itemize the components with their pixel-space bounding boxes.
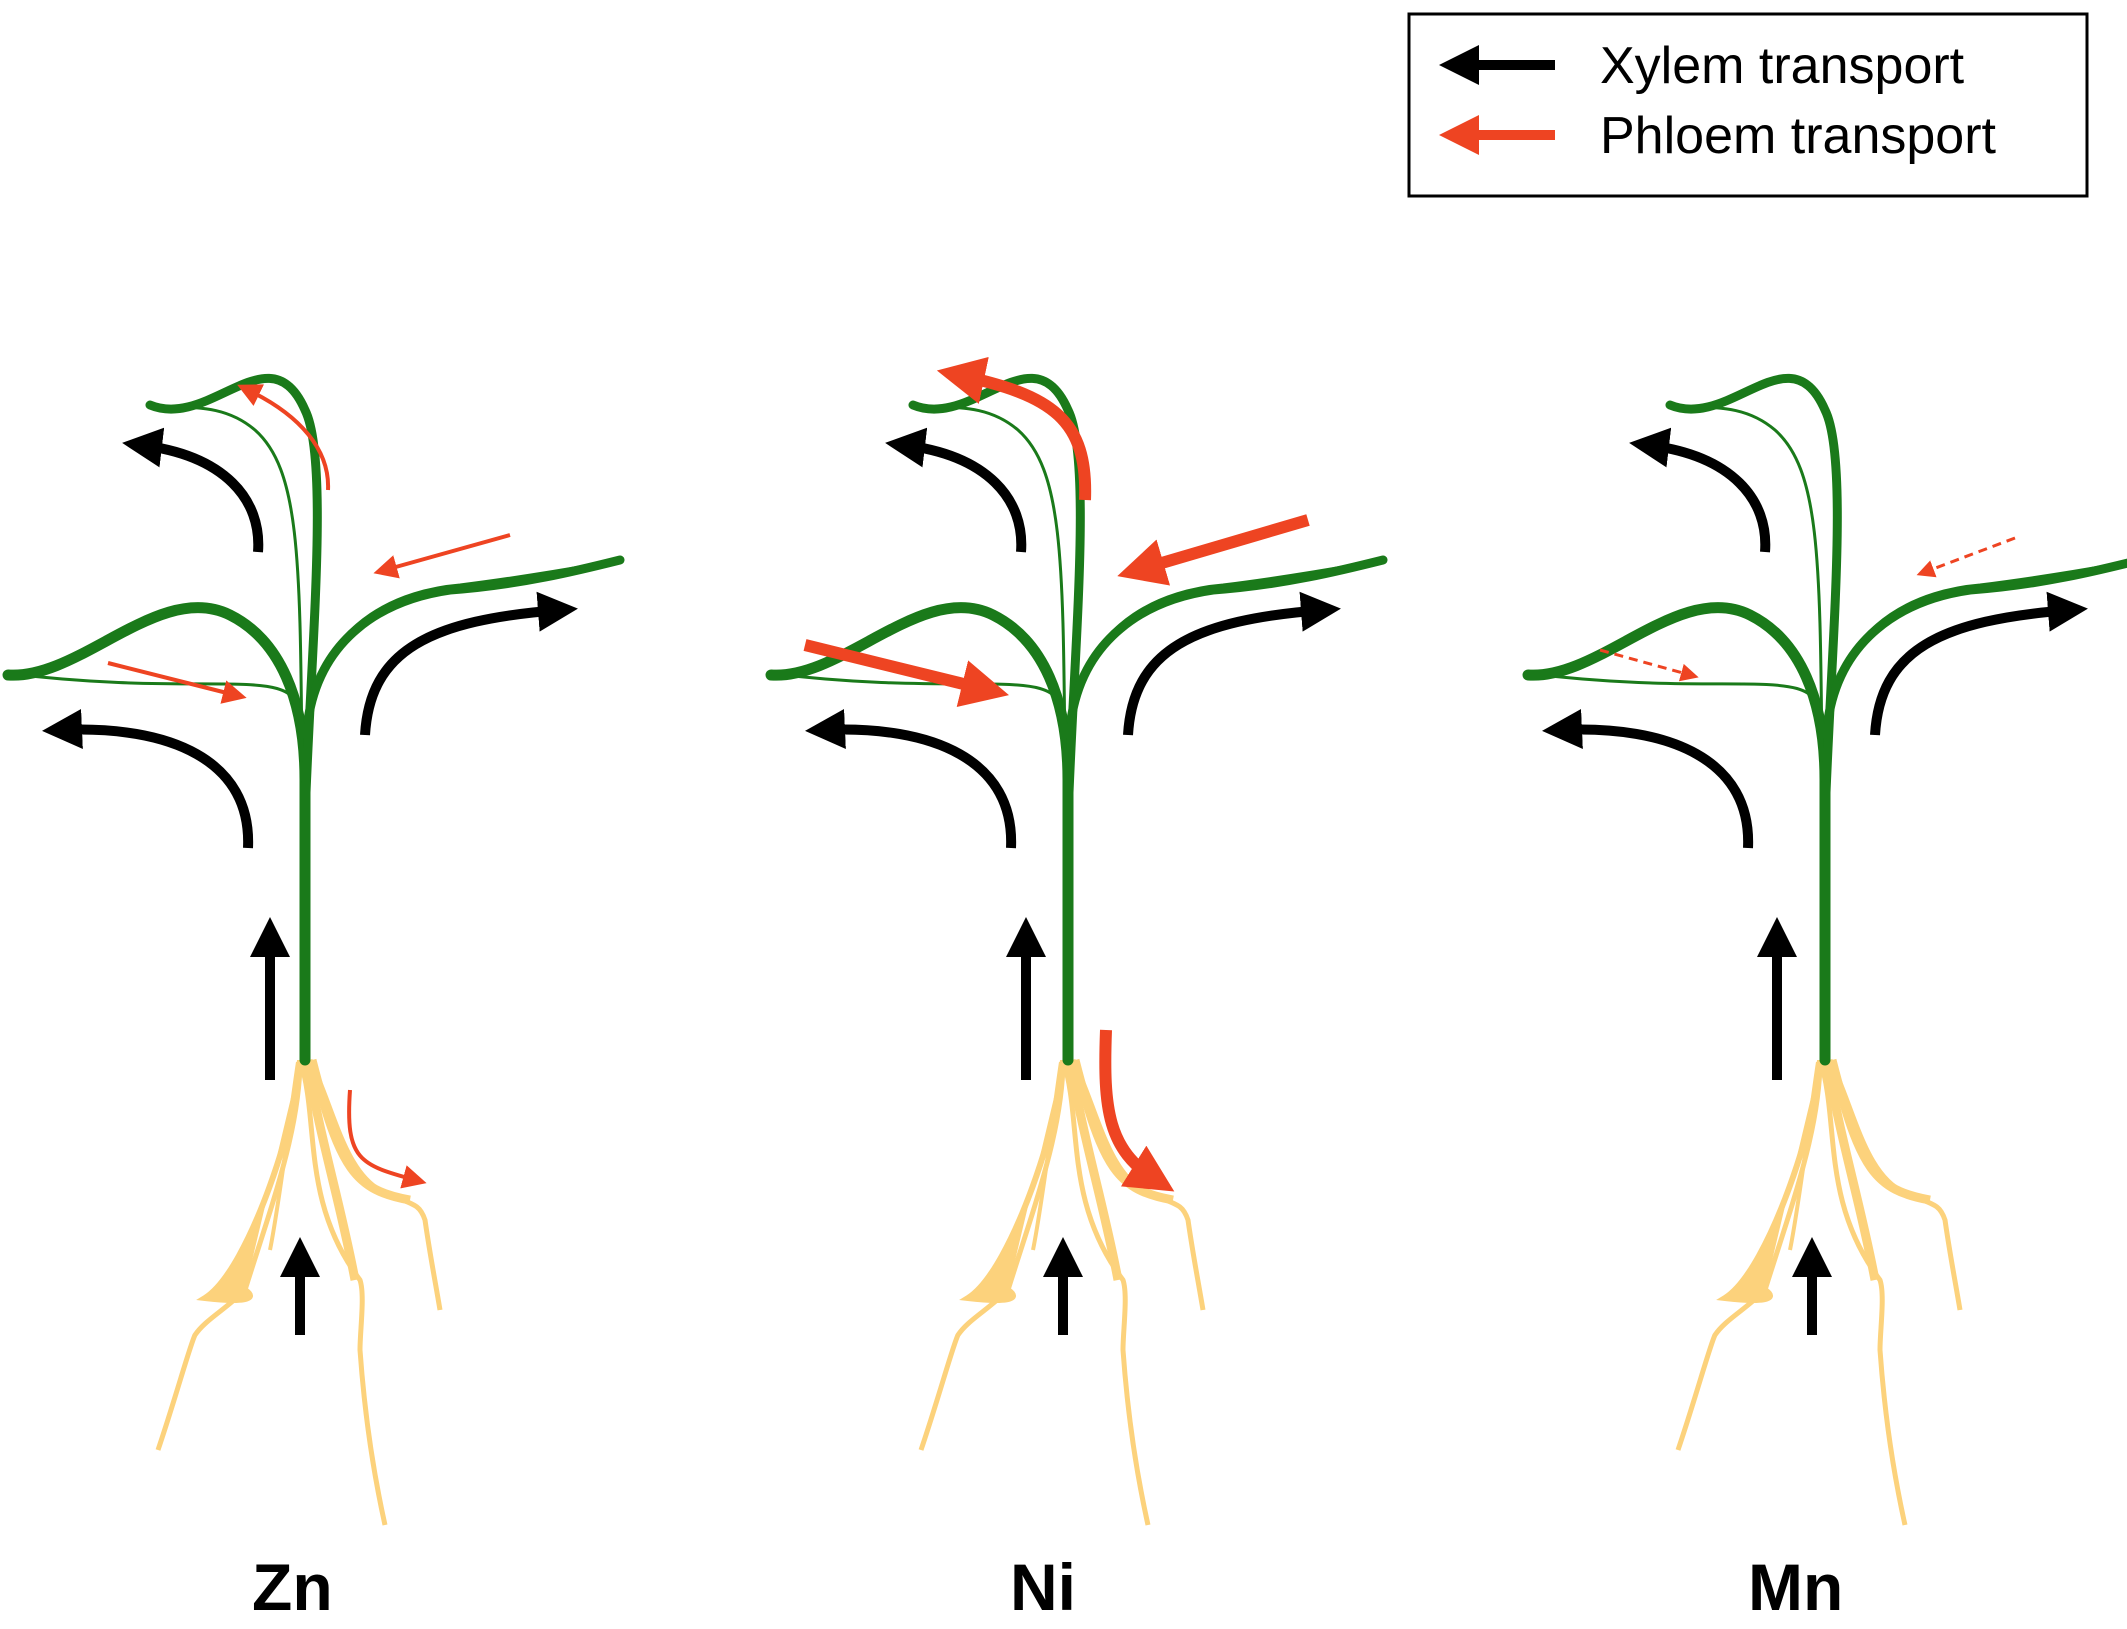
- xylem-arrow-right-leaf: [360, 591, 578, 736]
- phloem-arrow-right-leaf: [1117, 514, 1310, 586]
- xylem-arrow-upper-left-leaf: [122, 427, 264, 553]
- xylem-legend-label: Xylem transport: [1600, 37, 1965, 95]
- phloem-arrow-root: [347, 1089, 427, 1189]
- phloem-arrow-top: [936, 356, 1092, 501]
- plant-label-mn: Mn: [1748, 1550, 1843, 1624]
- phloem-arrows: [803, 356, 1310, 1192]
- xylem-arrow-right-leaf: [1123, 591, 1341, 736]
- phloem-arrow-root: [1099, 1029, 1175, 1192]
- plant-mn: Mn: [1525, 378, 2127, 1624]
- phloem-arrow-right-leaf: [1916, 536, 2016, 578]
- xylem-arrow-lower-left-leaf: [42, 709, 254, 849]
- plant-zn: Zn: [5, 378, 620, 1624]
- xylem-arrow-lower-left-leaf: [1542, 709, 1754, 849]
- plant-label-ni: Ni: [1010, 1550, 1076, 1624]
- xylem-arrow-upper-left-leaf: [1629, 427, 1771, 553]
- xylem-arrow-lower-left-leaf: [805, 709, 1017, 849]
- xylem-arrows: [805, 427, 1341, 1335]
- xylem-arrow-upper-left-leaf: [885, 427, 1027, 553]
- phloem-arrow-left-leaf: [1599, 648, 1699, 682]
- phloem-arrow-left-leaf: [107, 661, 247, 704]
- legend-box: [1407, 12, 2089, 198]
- phloem-arrows: [107, 384, 511, 1189]
- xylem-arrows: [42, 427, 578, 1335]
- phloem-arrow-left-leaf: [803, 639, 1009, 708]
- plant-label-zn: Zn: [252, 1550, 333, 1624]
- plant-ni: Ni: [768, 356, 1383, 1624]
- legend: Xylem transport Phloem transport: [1407, 12, 2089, 198]
- phloem-arrow-right-leaf: [373, 533, 511, 579]
- xylem-arrows: [1542, 427, 2088, 1335]
- xylem-arrow-right-leaf: [1870, 591, 2088, 736]
- phloem-arrow-top: [237, 384, 331, 491]
- phloem-arrows: [1599, 536, 2016, 682]
- phloem-legend-label: Phloem transport: [1600, 107, 1997, 165]
